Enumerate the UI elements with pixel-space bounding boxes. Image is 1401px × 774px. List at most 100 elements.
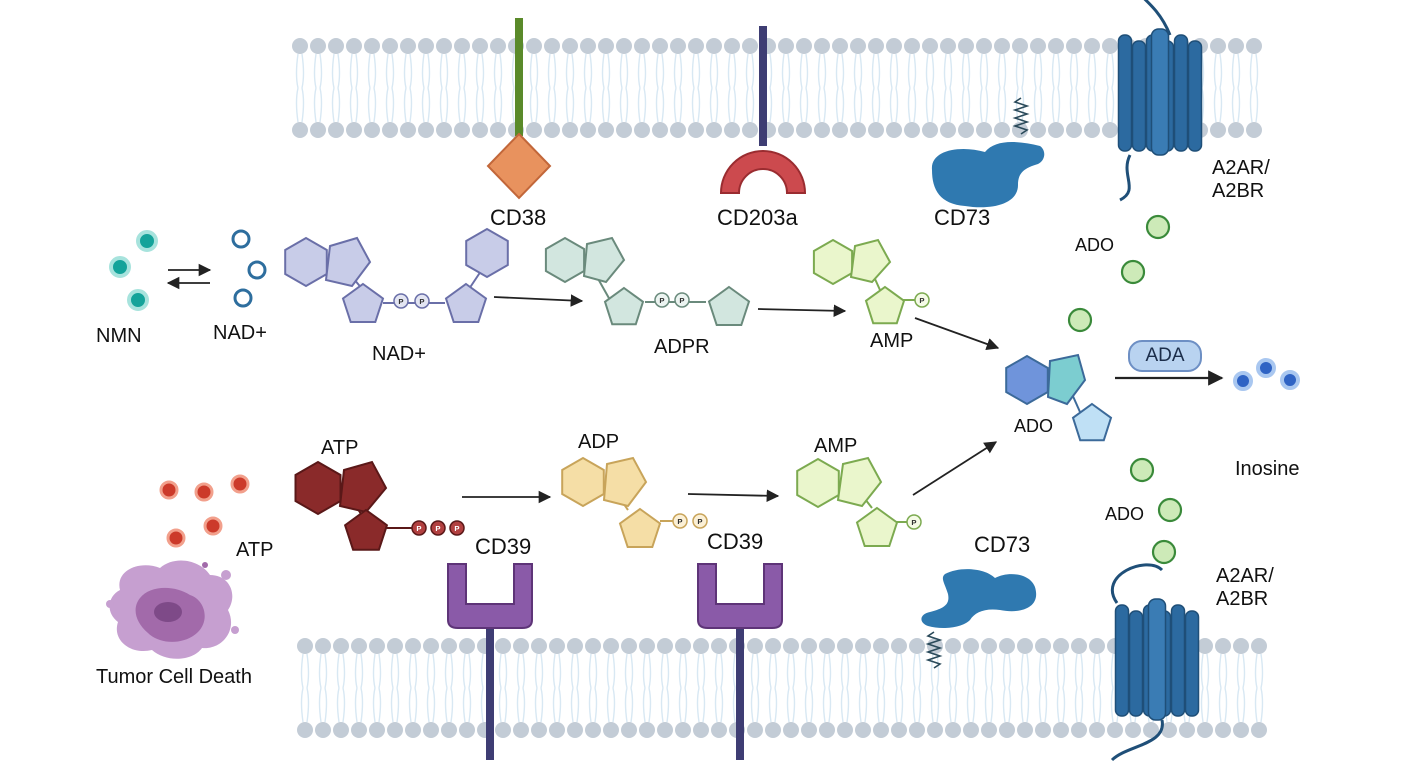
phosphate-group [449, 520, 465, 536]
ado-dot [1145, 214, 1171, 240]
a2ar-top-label: A2AR/ A2BR [1212, 157, 1270, 202]
pentagon-ring [1071, 402, 1113, 442]
phosphate-group [411, 520, 427, 536]
hexagon-ring [294, 460, 342, 516]
phosphate-label: P [697, 517, 702, 526]
gpi-anchor-top [1012, 97, 1030, 135]
phosphate-group [672, 513, 688, 529]
hexagon-ring [812, 238, 854, 286]
ado-dot [1157, 497, 1183, 523]
phosphate-label: P [435, 524, 440, 533]
nmn-dot [109, 256, 131, 278]
a2ar-bottom-label: A2AR/ A2BR [1216, 565, 1274, 610]
cd39-left-label: CD39 [475, 534, 532, 559]
ado-dot [1151, 539, 1177, 565]
nmn-nad-equilibrium-arrows [166, 263, 212, 290]
arrow-amp-to-ado-top [914, 317, 1000, 351]
phosphate-label: P [659, 296, 664, 305]
cd73-bottom-protein [921, 569, 1037, 669]
cd73-top-label: CD73 [934, 205, 991, 230]
adpr-label: ADPR [654, 336, 710, 358]
ado-center-label: ADO [1014, 416, 1054, 436]
amp-top-molecule: P [812, 238, 930, 325]
phosphate-label: P [677, 517, 682, 526]
hexagon-ring [544, 236, 586, 284]
nmn-dot [136, 230, 158, 252]
nad-dot [233, 288, 253, 308]
cd38-protein [486, 18, 552, 200]
cd39-right-protein [697, 563, 783, 760]
ado-dot [1067, 307, 1093, 333]
cd203a-stem [759, 26, 767, 146]
phosphate-group [393, 293, 409, 309]
nad-molecules [231, 229, 267, 308]
cd73-bottom-body [921, 569, 1037, 628]
cd203a-head [719, 150, 807, 194]
a2ar-top-receptor [1117, 0, 1203, 202]
ado-free-molecules [1067, 214, 1183, 565]
phosphate-group [692, 513, 708, 529]
pentagon-ring [341, 282, 385, 323]
phosphate-label: P [416, 524, 421, 533]
hexagon-ring [465, 227, 509, 279]
phosphate-group [430, 520, 446, 536]
pentagon-ring [855, 506, 899, 547]
ado-bottom-label: ADO [1105, 504, 1145, 524]
atp-released-molecules [159, 474, 250, 548]
phosphate-group [414, 293, 430, 309]
inosine-dot [1256, 358, 1276, 378]
a2ar-bottom-receptor [1110, 563, 1200, 762]
pentagon-ring [864, 285, 906, 325]
ado-dot [1129, 457, 1155, 483]
phosphate-group [906, 514, 922, 530]
atp-molecule-label: ATP [321, 437, 359, 459]
cd73-top-protein [931, 97, 1045, 208]
hexagon-ring [284, 236, 328, 288]
arrow-amp-to-ado-bottom [912, 441, 998, 496]
ado-center-molecule [1005, 353, 1113, 442]
arrow-nad-to-adpr [493, 294, 584, 307]
arrow-adpr-to-amp [757, 304, 847, 318]
adp-label: ADP [578, 431, 620, 453]
cd39-left-stem [486, 618, 494, 760]
atp-released-label: ATP [236, 539, 274, 561]
pentagon-ring [618, 507, 662, 548]
pentagon-ring [444, 282, 488, 323]
phosphate-group [674, 292, 690, 308]
reaction-arrows [462, 294, 1224, 504]
atp-dot [159, 480, 179, 500]
phosphate-label: P [454, 524, 459, 533]
cd38-head [486, 132, 552, 200]
phosphate-label: P [398, 297, 403, 306]
cd39-left-protein [447, 563, 533, 760]
hexagon-ring [796, 457, 840, 509]
gpi-anchor-bottom [925, 631, 943, 669]
phosphate-group [914, 292, 930, 308]
phosphate-label: P [419, 297, 424, 306]
nmn-label: NMN [96, 325, 142, 347]
atp-dot [194, 482, 214, 502]
pentagon-ring [343, 508, 389, 551]
phosphate-label: P [911, 518, 916, 527]
cd73-bottom-label: CD73 [974, 532, 1031, 557]
inosine-dot [1280, 370, 1300, 390]
tumor-cell-death-label: Tumor Cell Death [96, 666, 252, 688]
phosphate-label: P [919, 296, 924, 305]
cd38-stem [515, 18, 523, 136]
nmn-molecules [109, 230, 158, 311]
phosphate-group [654, 292, 670, 308]
bottom-membrane [297, 638, 1267, 738]
inosine-dot [1233, 371, 1253, 391]
hexagon-ring [1005, 354, 1049, 406]
atp-dot [203, 516, 223, 536]
nad-plus-small-label: NAD+ [213, 322, 267, 344]
cd39-right-stem [736, 618, 744, 760]
amp-top-label: AMP [870, 330, 914, 352]
ada-enzyme-label: ADA [1128, 340, 1202, 372]
cd203a-protein [719, 26, 807, 194]
